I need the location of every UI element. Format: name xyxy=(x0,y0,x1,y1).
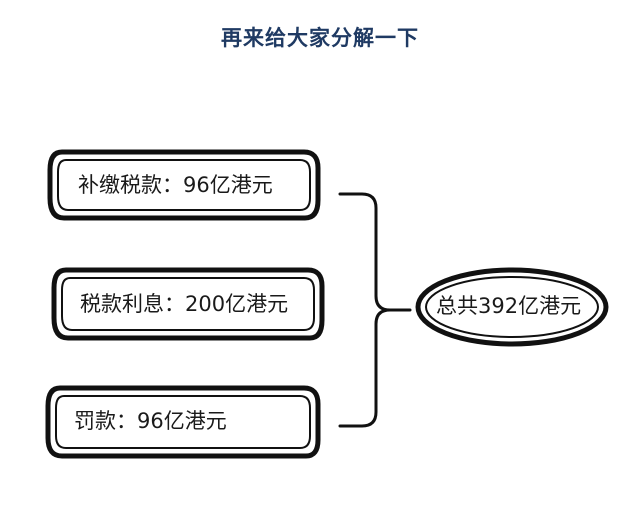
diagram-title: 再来给大家分解一下 xyxy=(221,26,419,50)
total-label: 总共392亿港元 xyxy=(436,294,582,318)
item-box-tax-interest xyxy=(51,267,325,341)
item-label-tax-interest: 税款利息：200亿港元 xyxy=(80,292,289,316)
item-box-back-taxes xyxy=(47,149,321,221)
item-label-penalty: 罚款：96亿港元 xyxy=(74,409,227,433)
item-box-penalty xyxy=(45,385,321,459)
item-label-back-taxes: 补缴税款：96亿港元 xyxy=(78,173,273,197)
total-oval xyxy=(415,267,609,347)
grouping-bracket xyxy=(338,192,412,428)
